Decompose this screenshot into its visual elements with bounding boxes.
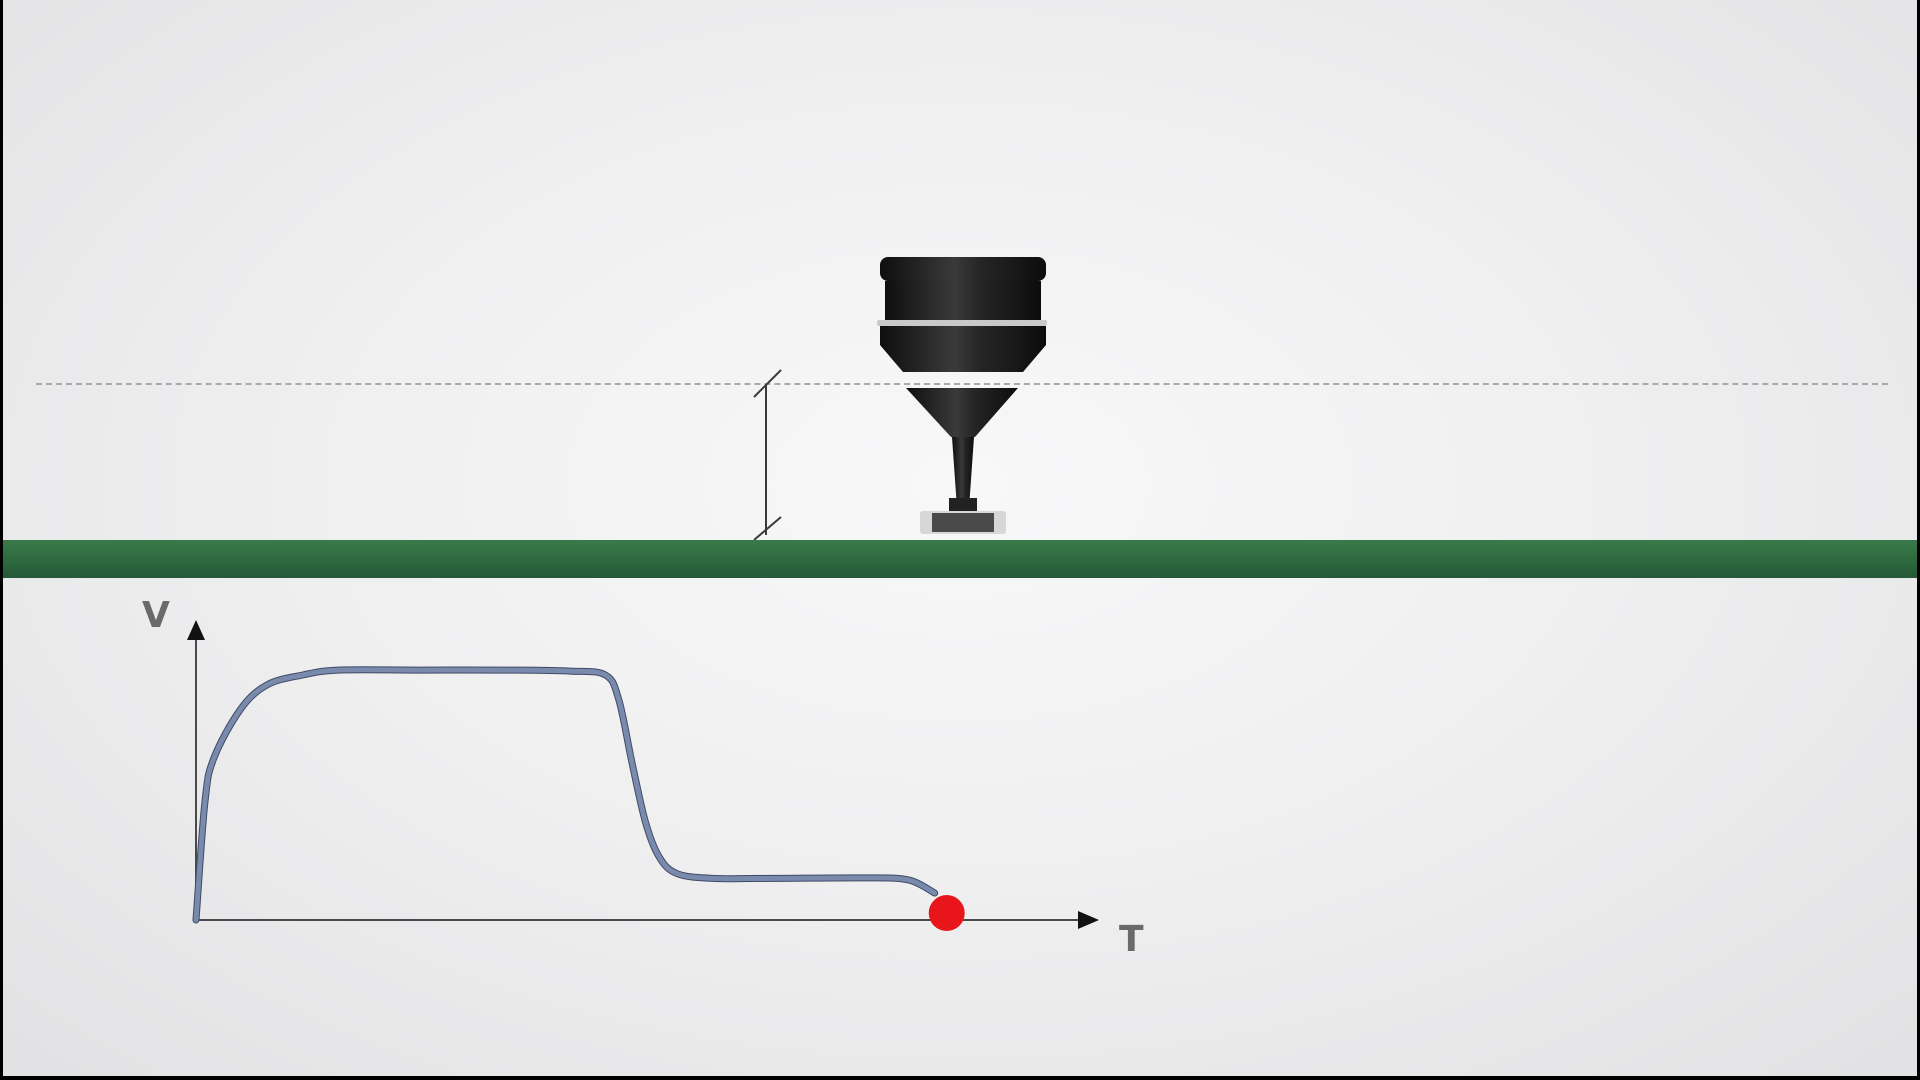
reference-height-line <box>36 383 1888 385</box>
x-axis-arrow <box>1078 911 1099 929</box>
y-axis-label: V <box>142 595 170 636</box>
pcb-board <box>3 540 1917 578</box>
x-axis-label: T <box>1119 919 1144 960</box>
y-axis-arrow <box>187 620 205 640</box>
series-line <box>193 667 938 923</box>
pick-and-place-nozzle-icon <box>877 257 1047 512</box>
series-line-outline <box>192 666 939 924</box>
diagram-canvas: V T <box>3 0 1917 1076</box>
velocity-time-chart <box>187 620 1099 932</box>
smd-component-icon <box>920 511 1006 534</box>
height-dimension-icon <box>753 369 782 541</box>
endpoint-marker <box>928 895 965 932</box>
